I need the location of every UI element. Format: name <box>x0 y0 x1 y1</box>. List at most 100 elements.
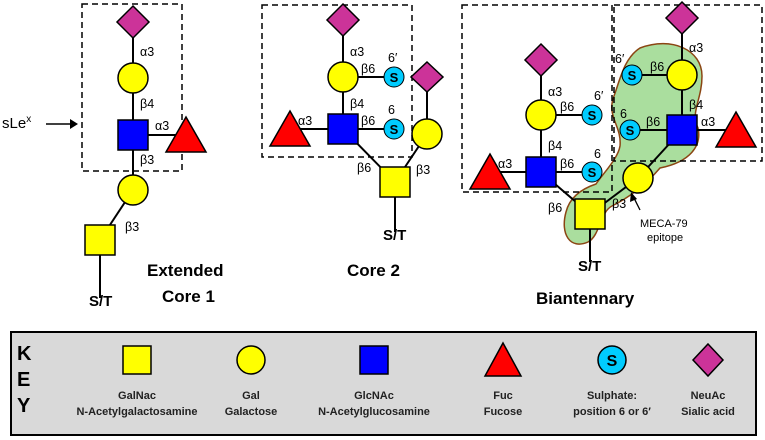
extended-core1-structure: α3 β4 α3 β3 β3 S/T Extended Core 1 sLex <box>2 3 224 310</box>
attachment-label: S/T <box>383 227 406 244</box>
sulphate-key-letter: S <box>607 353 618 370</box>
linkage-label: α3 <box>350 45 364 59</box>
sulphate-letter: S <box>628 68 637 83</box>
meca79-label: epitope <box>647 232 683 244</box>
fuc-triangle <box>164 115 208 153</box>
linkage-label: α3 <box>298 114 312 128</box>
linkage-label: β6 <box>560 100 574 114</box>
slex-box <box>81 3 183 172</box>
linkage-label: β3 <box>140 153 154 167</box>
key-desc: N-Acetylglucosamine <box>318 406 430 418</box>
key-letter: E <box>17 369 30 391</box>
sulphate-key-icon <box>597 345 627 375</box>
fuc-triangle <box>714 110 758 148</box>
structure-title: Core 2 <box>347 261 400 280</box>
fuc-triangle <box>268 109 312 147</box>
meca79-label: MECA-79 <box>640 218 688 230</box>
key-panel: K E Y GalNac N-Acetylgalactosamine Gal G… <box>10 331 757 436</box>
linkage-label: α3 <box>689 41 703 55</box>
linkage-label: 6′ <box>615 52 625 66</box>
sulphate-letter: S <box>588 165 597 180</box>
linkage-label: α3 <box>140 45 154 59</box>
linkage-label: β3 <box>125 220 139 234</box>
neuac-diamond <box>325 2 361 38</box>
biantennary-structure: S S S S α3 β6 6′ β4 β6 6 α3 β6 β3 α3 β6 … <box>461 0 763 308</box>
galnac-square <box>574 198 606 230</box>
gal-key-icon <box>236 345 266 375</box>
linkage-label: β6 <box>646 115 660 129</box>
structure-title: Extended <box>147 261 224 280</box>
fuc-triangle <box>468 152 512 190</box>
gal-circle <box>525 99 557 131</box>
glcnac-key-icon <box>359 345 389 375</box>
linkage-label: 6′ <box>388 51 398 65</box>
sulphate-circle <box>621 64 643 86</box>
glcnac-square <box>666 114 698 146</box>
linkage-label: α3 <box>155 119 169 133</box>
key-name: Fuc <box>493 390 513 402</box>
key-letter: K <box>17 343 32 365</box>
key-desc: N-Acetylgalactosamine <box>76 406 197 418</box>
core2-structure: S S α3 β6 6′ β4 β6 6 α3 β6 β3 S/T Core 2 <box>261 2 445 280</box>
linkage-label: 6 <box>594 147 601 161</box>
sulphate-letter: S <box>588 108 597 123</box>
neuac-key-icon <box>691 342 725 378</box>
key-name: GlcNAc <box>354 390 394 402</box>
linkage-label: β6 <box>361 62 375 76</box>
linkage-label: 6 <box>388 103 395 117</box>
key-desc: Fucose <box>484 406 523 418</box>
structure-title: Core 1 <box>162 287 215 306</box>
fuc-key-icon <box>483 341 523 377</box>
linkage-label: β4 <box>350 97 364 111</box>
gal-circle <box>117 62 149 94</box>
attachment-label: S/T <box>578 258 601 275</box>
key-name: NeuAc <box>691 390 726 402</box>
gal-circle <box>117 174 149 206</box>
structure-title: Biantennary <box>536 289 635 308</box>
linkage-label: 6′ <box>594 89 604 103</box>
gal-circle <box>622 162 654 194</box>
key-letter: Y <box>17 395 31 417</box>
neuac-diamond <box>523 42 559 78</box>
meca79-arrow <box>633 197 641 211</box>
key-name: Sulphate: <box>587 390 637 402</box>
linkage-label: β6 <box>560 157 574 171</box>
galnac-key-icon <box>122 345 152 375</box>
linkage-label: β6 <box>361 114 375 128</box>
attachment-label: S/T <box>89 293 112 310</box>
gal-circle <box>411 118 443 150</box>
key-desc: position 6 or 6′ <box>573 406 651 418</box>
linkage-label: 6 <box>620 107 627 121</box>
sulphate-letter: S <box>626 123 635 138</box>
galnac-square <box>379 166 411 198</box>
linkage-label: β3 <box>612 197 626 211</box>
galnac-square <box>84 224 116 256</box>
glcnac-square <box>117 119 149 151</box>
meca79-arrowhead <box>630 192 637 202</box>
linkage-label: α3 <box>498 157 512 171</box>
linkage-label: α3 <box>548 85 562 99</box>
sulphate-letter: S <box>390 70 399 85</box>
key-name: Gal <box>242 390 260 402</box>
linkage-label: α3 <box>701 115 715 129</box>
slex-box <box>461 4 613 193</box>
linkage-label: β6 <box>357 161 371 175</box>
neuac-diamond <box>115 4 151 40</box>
linkage-label: β4 <box>689 98 703 112</box>
key-desc: Galactose <box>225 406 278 418</box>
neuac-diamond <box>664 0 700 36</box>
slex-label: sLex <box>2 114 31 132</box>
sulphate-circle <box>383 118 405 140</box>
linkage-label: β4 <box>548 139 562 153</box>
sulphate-circle <box>581 104 603 126</box>
linkage-label: β6 <box>548 201 562 215</box>
slex-box <box>261 4 413 158</box>
slex-box <box>613 4 763 162</box>
sulphate-circle <box>619 119 641 141</box>
gal-circle <box>666 59 698 91</box>
gal-circle <box>327 61 359 93</box>
sulphate-circle <box>383 66 405 88</box>
linkage-label: β3 <box>416 163 430 177</box>
key-name: GalNac <box>118 390 156 402</box>
